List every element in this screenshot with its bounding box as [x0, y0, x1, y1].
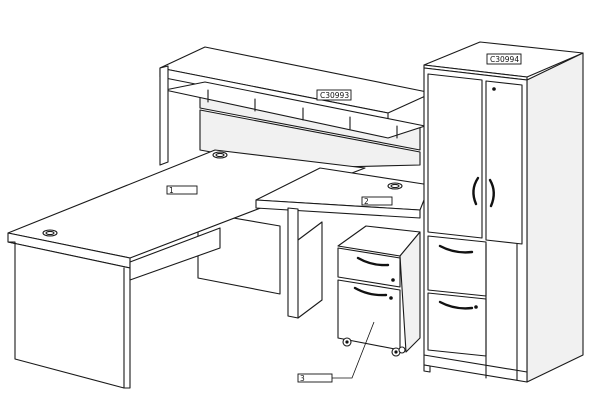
callout-return: 2	[361, 196, 393, 206]
mobile-pedestal	[337, 225, 421, 357]
callout-desk-label: 1	[169, 186, 174, 195]
desk-grommet-back	[212, 151, 228, 159]
callout-pedestal-leader	[332, 321, 375, 379]
tower-drawer-lower	[427, 292, 487, 357]
callout-pedestal-label: 3	[300, 374, 305, 383]
tower-drawer-lock	[474, 305, 478, 309]
main-desk	[7, 149, 366, 389]
hutch-left-end	[159, 65, 169, 166]
callout-tower: C30994	[486, 53, 522, 65]
tower-side	[526, 52, 584, 383]
return-grommet	[387, 182, 403, 190]
callout-tower-label: C30994	[490, 55, 519, 64]
desk-left-end-panel	[7, 241, 131, 389]
tower-drawer-lower-handle	[438, 300, 474, 310]
storage-tower	[423, 41, 584, 383]
caster-back-right	[398, 346, 406, 354]
desk-grommet-left	[42, 229, 58, 237]
callout-desk: 1	[166, 185, 198, 195]
pedestal-lock-box	[391, 278, 395, 282]
tower-door-right	[485, 80, 523, 245]
pedestal-lock-file	[389, 296, 393, 300]
return-end-panel	[287, 207, 299, 319]
pedestal-box-drawer	[337, 247, 401, 288]
desk-front-modesty	[129, 227, 221, 281]
tower-door-right-handle	[488, 178, 495, 208]
tower-door-left	[427, 73, 483, 239]
hutch-lower-back	[199, 109, 421, 169]
callout-pedestal: 3	[297, 321, 375, 383]
tower-drawer-upper	[427, 235, 487, 297]
pedestal-box-handle	[356, 256, 390, 267]
callout-return-label: 2	[364, 197, 369, 206]
tower-drawer-upper-handle	[438, 244, 474, 254]
tower-door-left-handle	[472, 176, 480, 206]
tower-door-lock	[492, 87, 496, 91]
hutch	[159, 46, 433, 169]
pedestal-file-handle	[353, 286, 388, 297]
pedestal-side	[399, 231, 421, 353]
callout-hutch-label: C30993	[320, 91, 349, 100]
callout-hutch: C30993	[316, 89, 352, 101]
return-front-edge	[255, 199, 421, 219]
